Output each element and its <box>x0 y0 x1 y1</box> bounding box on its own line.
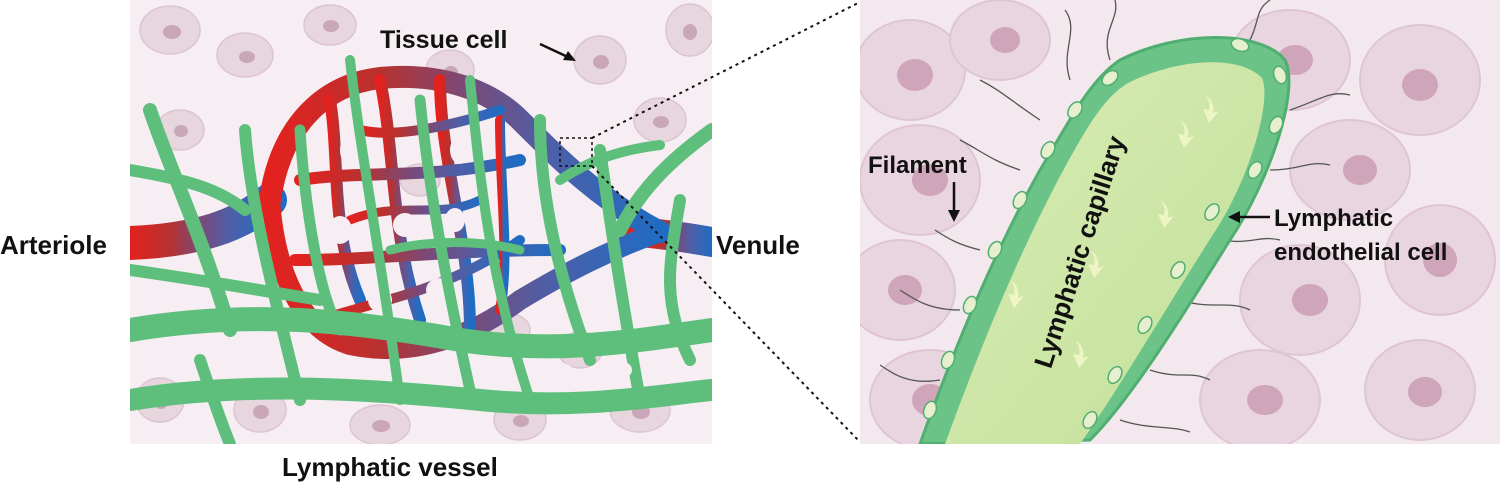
label-lymphatic-endothelial-cell: Lymphatic endothelial cell <box>1274 202 1447 270</box>
endothelial-cell-arrow <box>1228 211 1270 223</box>
label-lymphatic-vessel: Lymphatic vessel <box>282 452 498 482</box>
zoom-tissue-nuclei <box>888 27 1457 416</box>
zoom-line-bottom <box>591 165 861 443</box>
label-venule: Venule <box>716 230 800 260</box>
label-lec-line2: endothelial cell <box>1274 239 1448 266</box>
label-lec-line1: Lymphatic <box>1274 205 1394 232</box>
label-filament: Filament <box>868 152 967 179</box>
lymphatic-capillary-tube <box>918 36 1291 444</box>
lymphatic-vessel-network <box>130 55 712 444</box>
tissue-cell-arrow <box>539 42 576 61</box>
lymphatic-holes <box>236 353 632 381</box>
filament-arrow <box>948 182 960 222</box>
flow-arrows <box>1008 95 1219 368</box>
zoom-line-top <box>591 1 861 139</box>
blood-capillary-network <box>130 65 712 359</box>
label-tissue-cell: Tissue cell <box>380 26 508 54</box>
label-arteriole: Arteriole <box>0 230 107 260</box>
anchoring-filaments <box>879 0 1351 433</box>
left-panel <box>130 0 712 444</box>
endothelial-nuclei <box>922 37 1288 430</box>
right-panel <box>860 0 1500 444</box>
